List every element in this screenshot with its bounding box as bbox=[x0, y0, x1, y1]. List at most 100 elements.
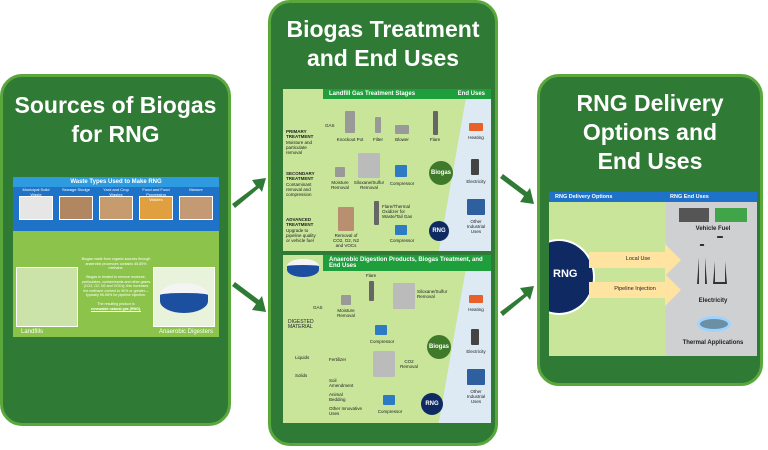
delivery-arrows bbox=[589, 244, 681, 306]
delivery-diagram: RNG Delivery Options RNG End Uses RNG Lo… bbox=[549, 192, 757, 356]
flare-icon bbox=[433, 111, 438, 135]
arrow-down-right bbox=[232, 282, 266, 312]
moisture-removal-icon bbox=[341, 295, 351, 305]
sources-diagram: Waste Types Used to Make RNG Municipal S… bbox=[13, 177, 219, 337]
title-line: for RNG bbox=[71, 121, 160, 147]
manure-icon bbox=[179, 196, 213, 220]
yard-waste-icon bbox=[99, 196, 133, 220]
product-label: Liquids bbox=[295, 355, 310, 360]
step-label: Blower bbox=[395, 137, 409, 142]
electricity-tower-icon bbox=[471, 329, 479, 345]
trash-bin-icon bbox=[19, 196, 53, 220]
compressor-icon bbox=[375, 325, 387, 335]
landfill-treatment-diagram: Landfill Gas Treatment Stages End Uses PR… bbox=[283, 89, 491, 251]
waste-type: Manure bbox=[179, 187, 213, 220]
step-label: Flare/Thermal Oxidizer for Waste/Tail Ga… bbox=[382, 204, 413, 219]
factory-icon bbox=[467, 199, 485, 215]
primary-label: PRIMARY TREATMENT bbox=[286, 129, 314, 139]
delivery-options-header: RNG Delivery Options bbox=[555, 194, 613, 200]
arrow-down-right bbox=[500, 174, 534, 204]
flare-icon bbox=[369, 281, 374, 301]
co2-removal-icon bbox=[373, 351, 395, 377]
header: Anaerobic Digestion Products, Biogas Tre… bbox=[329, 257, 483, 269]
digesters-label: Anaerobic Digesters bbox=[158, 329, 213, 335]
gas-label: GAS bbox=[325, 123, 335, 128]
step-label: Moisture Removal bbox=[337, 308, 355, 318]
step-label: Flare bbox=[365, 273, 377, 278]
waste-type: Sewage Sludge bbox=[59, 187, 93, 220]
pipeline-injection-label: Pipeline Injection bbox=[614, 286, 656, 292]
advanced-desc: Upgrade to pipeline quality or vehicle f… bbox=[286, 228, 316, 243]
title-line: RNG Delivery bbox=[576, 90, 724, 116]
gas-burner-icon bbox=[697, 316, 731, 332]
process-text: Biogas made from organic sources through… bbox=[81, 257, 151, 311]
landfill-image bbox=[16, 267, 78, 327]
electricity-label: Electricity bbox=[698, 298, 728, 304]
use-label: Electricity bbox=[466, 349, 486, 354]
pipeline-arrow bbox=[589, 274, 681, 306]
waste-header: Waste Types Used to Make RNG bbox=[13, 177, 219, 187]
digestion-treatment-diagram: Anaerobic Digestion Products, Biogas Tre… bbox=[283, 255, 491, 423]
food-waste-icon bbox=[139, 196, 173, 220]
step-label: CO2 Removal bbox=[400, 359, 418, 369]
text: renewable natural gas (RNG). bbox=[90, 306, 142, 311]
waste-label: Sewage Sludge bbox=[61, 187, 91, 192]
rng-badge: RNG bbox=[421, 393, 443, 415]
digester-image bbox=[153, 267, 215, 327]
arrow-up-right bbox=[500, 286, 534, 316]
step-label: Moisture Removal bbox=[331, 180, 349, 190]
truck-icon bbox=[679, 208, 709, 222]
title-line: and End Uses bbox=[306, 45, 460, 71]
garbage-truck-icon bbox=[715, 208, 747, 222]
treatment-panel: Biogas Treatment and End Uses Landfill Ga… bbox=[268, 0, 498, 446]
step-label: Compressor bbox=[389, 238, 415, 243]
header: Landfill Gas Treatment Stages bbox=[329, 91, 416, 97]
advanced-label: ADVANCED TREATMENT bbox=[286, 217, 314, 227]
arrow-up-right bbox=[232, 178, 266, 208]
digested-material-label: DIGESTED MATERIAL bbox=[288, 319, 314, 330]
compressor-icon bbox=[383, 395, 395, 405]
step-label: Filter bbox=[373, 137, 383, 142]
sources-panel: Sources of Biogas for RNG Waste Types Use… bbox=[0, 74, 231, 426]
product-label: Solids bbox=[295, 373, 308, 378]
use-label: Heating bbox=[468, 307, 484, 312]
treatment-title: Biogas Treatment and End Uses bbox=[271, 15, 495, 73]
title-line: Options and bbox=[582, 119, 718, 145]
moisture-removal-icon bbox=[335, 167, 345, 177]
text: Biogas made from organic sources through… bbox=[81, 257, 151, 270]
use-label: Other Industrial Uses bbox=[466, 219, 486, 234]
knockout-pot-icon bbox=[345, 111, 355, 133]
title-line: Sources of Biogas bbox=[14, 92, 217, 118]
product-label: Other Innovative Uses bbox=[329, 406, 363, 416]
biogas-badge: Biogas bbox=[427, 335, 451, 359]
use-label: Heating bbox=[468, 135, 484, 140]
product-label: Fertilizer bbox=[328, 357, 347, 362]
compressor-icon bbox=[395, 225, 407, 235]
electricity-tower-icon bbox=[471, 159, 479, 175]
biogas-badge: Biogas bbox=[429, 161, 453, 185]
secondary-desc: Contaminant removal and compression bbox=[286, 182, 312, 197]
text: Biogas is treated to remove moisture, pa… bbox=[81, 275, 151, 297]
step-label: Siloxane/Sulfur Removal bbox=[417, 289, 448, 299]
local-use-arrow bbox=[589, 244, 681, 276]
product-label: Animal Bedding bbox=[329, 392, 346, 402]
thermal-applications-label: Thermal Applications bbox=[682, 340, 744, 346]
waste-label: Food and Food Processing Wastes bbox=[142, 187, 170, 202]
local-use-label: Local Use bbox=[625, 256, 651, 262]
waste-label: Yard and Crop Wastes bbox=[103, 187, 129, 197]
flare-icon bbox=[374, 201, 379, 225]
end-uses-header: RNG End Uses bbox=[670, 194, 709, 200]
end-uses-label: End Uses bbox=[457, 91, 485, 97]
rng-badge: RNG bbox=[429, 221, 449, 241]
text: The resulting product is bbox=[97, 302, 135, 306]
title-line: Biogas Treatment bbox=[286, 16, 480, 42]
use-label: Electricity bbox=[466, 179, 486, 184]
blower-icon bbox=[395, 125, 409, 134]
rng-label: RNG bbox=[553, 268, 578, 280]
step-label: Knockout Pot bbox=[336, 137, 364, 142]
vehicle-fuel-label: Vehicle Fuel bbox=[695, 226, 731, 232]
compressor-icon bbox=[395, 165, 407, 177]
step-label: Compressor bbox=[377, 409, 403, 414]
